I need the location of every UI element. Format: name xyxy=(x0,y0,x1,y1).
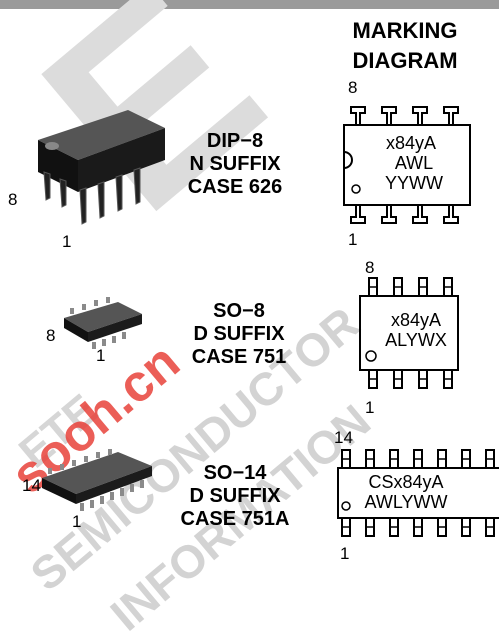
so8-diagram-pin-1: 1 xyxy=(365,398,375,417)
so14-marking-line-1: CSx84yA xyxy=(368,472,444,492)
so14-photo-pin-1: 1 xyxy=(72,512,82,531)
dip8-marking-text: x84yA AWL YYWW xyxy=(344,133,470,193)
so8-name: SO−8 xyxy=(213,300,265,322)
marking-title-line1: MARKING xyxy=(352,18,458,43)
so14-photo-pin-14: 14 xyxy=(22,476,41,495)
so8-photo xyxy=(64,297,142,349)
package-artwork xyxy=(38,106,499,537)
so14-case: CASE 751A xyxy=(180,508,290,530)
so14-marking-text: CSx84yA AWLYWW xyxy=(346,472,466,512)
dip8-marking-diagram xyxy=(343,106,471,224)
so8-photo-pin-8: 8 xyxy=(46,326,56,345)
so14-suffix: D SUFFIX xyxy=(189,485,281,507)
dip8-marking-line-3: YYWW xyxy=(385,173,443,193)
so8-suffix: D SUFFIX xyxy=(193,323,285,345)
marking-title-line2: DIAGRAM xyxy=(352,48,458,73)
top-rule xyxy=(0,0,499,9)
dip8-name: DIP−8 xyxy=(206,130,264,152)
so14-diagram-pin-1: 1 xyxy=(340,544,350,563)
dip8-diagram-pin-1: 1 xyxy=(348,230,358,249)
so8-photo-pin-1: 1 xyxy=(96,346,106,365)
so8-marking-diagram xyxy=(359,277,459,389)
so8-diagram-pin-8: 8 xyxy=(365,258,375,277)
so8-package-label: SO−8 D SUFFIX CASE 751 xyxy=(174,300,304,369)
so8-marking-line-2: ALYWX xyxy=(385,330,447,350)
so8-marking-text: x84yA ALYWX xyxy=(372,310,460,350)
dip8-marking-line-2: AWL xyxy=(394,153,434,173)
dip8-photo-pin-8: 8 xyxy=(8,190,18,209)
so8-case: CASE 751 xyxy=(191,346,287,368)
so14-diagram-pin-14: 14 xyxy=(334,428,353,447)
marking-diagram-title: MARKING DIAGRAM xyxy=(330,16,480,76)
dip8-suffix: N SUFFIX xyxy=(189,153,281,175)
dip8-case: CASE 626 xyxy=(187,176,283,198)
dip8-package-label: DIP−8 N SUFFIX CASE 626 xyxy=(170,130,300,199)
dip8-marking-line-1: x84yA xyxy=(385,133,437,153)
dip8-photo xyxy=(38,110,165,225)
so14-name: SO−14 xyxy=(203,462,267,484)
so14-photo xyxy=(42,449,152,511)
so14-package-label: SO−14 D SUFFIX CASE 751A xyxy=(170,462,300,531)
dip8-diagram-pin-8: 8 xyxy=(348,78,358,97)
so14-marking-diagram xyxy=(337,449,499,537)
so14-marking-line-2: AWLYWW xyxy=(364,492,448,512)
so8-marking-line-1: x84yA xyxy=(390,310,442,330)
dip8-photo-pin-1: 1 xyxy=(62,232,72,251)
